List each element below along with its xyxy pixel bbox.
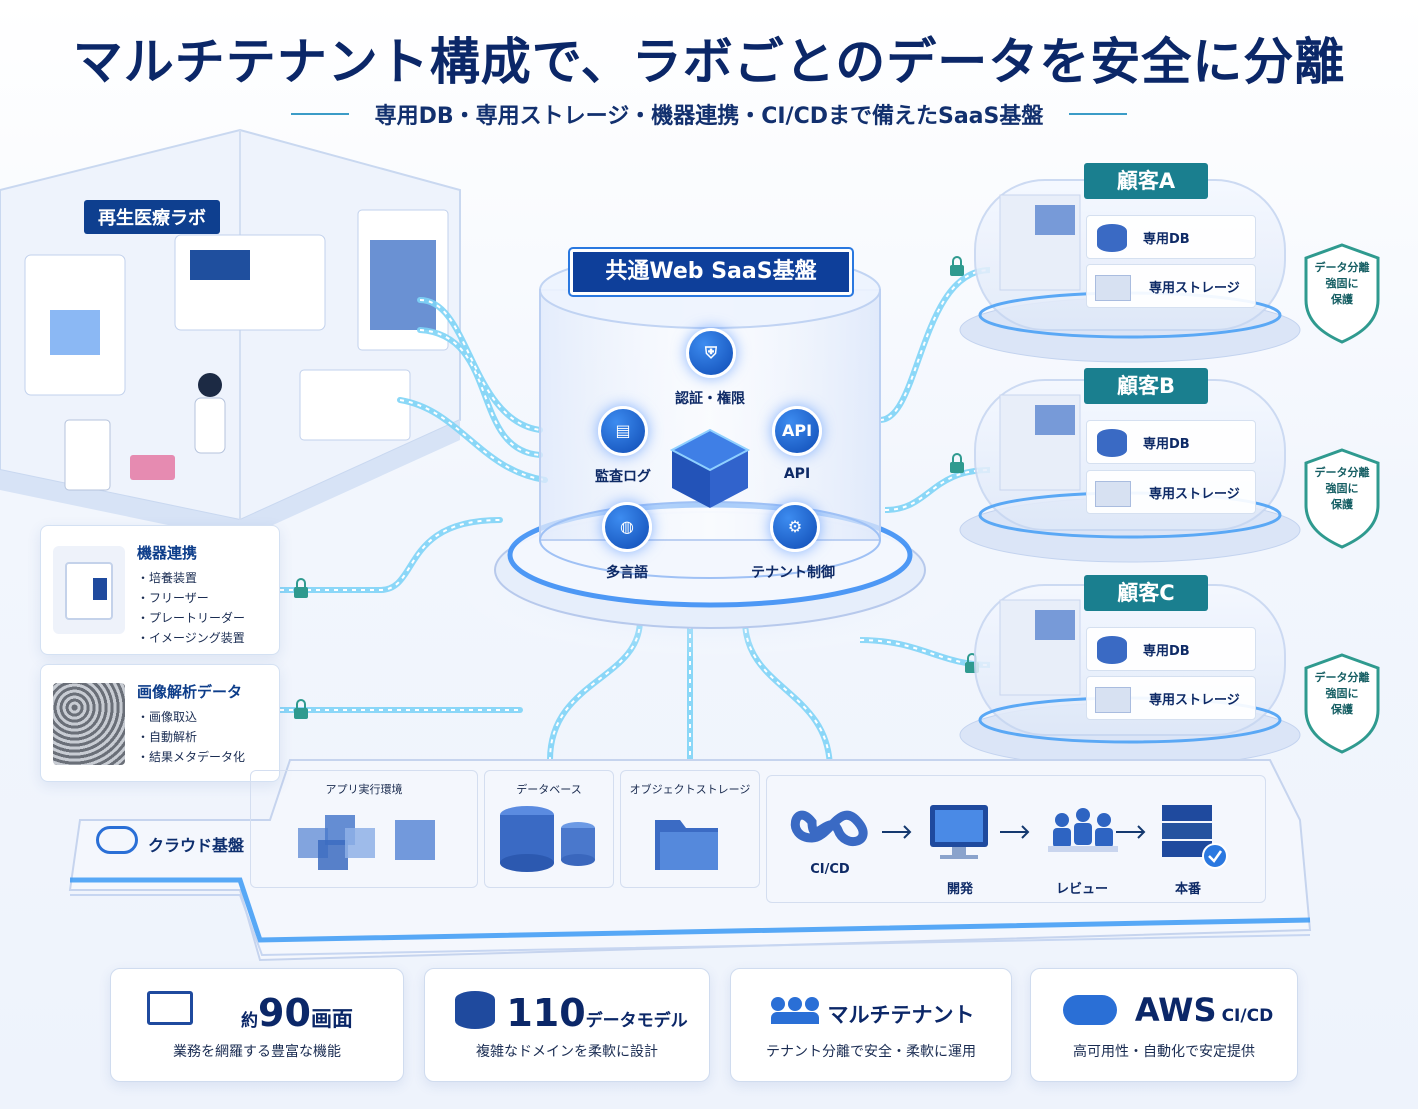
list-item: 培養装置 — [137, 568, 245, 588]
page-title: マルチテナント構成で、ラボごとのデータを安全に分離 — [72, 33, 1346, 91]
app-env-panel: アプリ実行環境 — [250, 770, 478, 888]
user-gear-icon: ⚙ — [770, 502, 820, 552]
feature-tenant: テナント制御 — [751, 565, 835, 581]
stat-main: 110データモデル — [506, 991, 688, 1035]
customer-a-storage: 専用ストレージ — [1086, 264, 1256, 308]
list-item: フリーザー — [137, 588, 245, 608]
image-card-title: 画像解析データ — [137, 683, 243, 701]
stat-main: マルチテナント — [827, 1003, 975, 1027]
divider — [290, 113, 349, 115]
equipment-card: 機器連携 培養装置 フリーザー プレートリーダー イメージング装置 — [40, 525, 280, 655]
database-icon — [1097, 429, 1127, 457]
subtitle-row: 専用DB・専用ストレージ・機器連携・CI/CDまで備えたSaaS基盤 — [0, 98, 1418, 130]
folder-icon — [655, 820, 718, 870]
stat-aws: AWS CI/CD 高可用性・自動化で安定提供 — [1030, 968, 1298, 1082]
image-list: 画像取込 自動解析 結果メタデータ化 — [137, 707, 245, 767]
globe-icon: ◍ — [602, 502, 652, 552]
list-item: 画像取込 — [137, 707, 245, 727]
page-subtitle: 専用DB・専用ストレージ・機器連携・CI/CDまで備えたSaaS基盤 — [374, 104, 1044, 129]
customer-a-title: 顧客A — [1084, 163, 1208, 199]
api-icon: API — [772, 406, 822, 456]
divider — [1069, 113, 1128, 115]
database-icon — [1097, 224, 1127, 252]
stat-desc: 業務を網羅する豊富な機能 — [173, 1044, 341, 1060]
lab-label: 再生医療ラボ — [84, 200, 220, 234]
storage-icon — [1095, 481, 1131, 507]
shield-lock-icon: ⛨ — [686, 328, 736, 378]
storage-icon — [1095, 275, 1131, 301]
feature-auth: 認証・権限 — [675, 391, 745, 407]
shield-icon — [1304, 243, 1380, 754]
stat-multitenant: マルチテナント テナント分離で安全・柔軟に運用 — [730, 968, 1012, 1082]
chart-monitor-icon — [147, 991, 193, 1025]
object-storage-panel: オブジェクトストレージ — [620, 770, 760, 888]
database-title: データベース — [516, 783, 582, 796]
database-icon — [1097, 636, 1127, 664]
app-env-title: アプリ実行環境 — [325, 783, 403, 796]
server-icon — [1162, 805, 1228, 869]
step-dev: 開発 — [946, 882, 973, 897]
shield-text-c: データ分離 強固に 保護 — [1314, 671, 1370, 716]
customer-b-storage: 専用ストレージ — [1086, 470, 1256, 514]
cicd-label: CI/CD — [810, 862, 850, 877]
cube-icon — [298, 815, 435, 870]
stat-models: 110データモデル 複雑なドメインを柔軟に設計 — [424, 968, 710, 1082]
arrow-icon — [882, 825, 1146, 839]
equipment-list: 培養装置 フリーザー プレートリーダー イメージング装置 — [137, 568, 245, 648]
feature-i18n: 多言語 — [606, 565, 648, 581]
cloud-icon — [1063, 995, 1117, 1025]
users-icon — [771, 997, 819, 1025]
list-item: イメージング装置 — [137, 628, 245, 648]
team-icon — [1048, 808, 1118, 852]
step-review: レビュー — [1055, 882, 1108, 897]
customer-b-title: 顧客B — [1084, 368, 1208, 404]
document-icon: ▤ — [598, 406, 648, 456]
central-platform — [450, 251, 970, 660]
incubator-icon — [53, 546, 125, 634]
cicd-panel — [766, 775, 1266, 903]
customer-c-db: 専用DB — [1086, 627, 1256, 671]
stat-desc: 高可用性・自動化で安定提供 — [1073, 1044, 1255, 1060]
list-item: プレートリーダー — [137, 608, 245, 628]
cloud-icon — [96, 826, 138, 854]
infinity-icon — [790, 810, 868, 846]
cloud-label: クラウド基盤 — [148, 836, 245, 855]
stat-main: AWS CI/CD — [1134, 991, 1274, 1029]
feature-api: API — [783, 466, 811, 482]
equipment-card-title: 機器連携 — [137, 544, 198, 562]
storage-icon — [1095, 687, 1131, 713]
shield-text-a: データ分離 強固に 保護 — [1314, 261, 1370, 306]
customer-a-db: 専用DB — [1086, 215, 1256, 259]
database-panel: データベース — [484, 770, 614, 888]
microscopy-image-icon — [53, 683, 125, 765]
platform-label: 共通Web SaaS基盤 — [568, 247, 854, 297]
stat-desc: 複雑なドメインを柔軟に設計 — [476, 1044, 658, 1060]
customer-c-title: 顧客C — [1084, 575, 1208, 611]
image-analysis-card: 画像解析データ 画像取込 自動解析 結果メタデータ化 — [40, 664, 280, 782]
shield-text-b: データ分離 強固に 保護 — [1314, 466, 1370, 511]
list-item: 結果メタデータ化 — [137, 747, 245, 767]
stat-screens: 約90画面 業務を網羅する豊富な機能 — [110, 968, 404, 1082]
customer-c-storage: 専用ストレージ — [1086, 676, 1256, 720]
database-icon — [500, 806, 595, 872]
lab-room — [0, 128, 461, 540]
stat-main: 約90画面 — [241, 991, 353, 1035]
list-item: 自動解析 — [137, 727, 245, 747]
database-icon — [455, 991, 495, 1029]
monitor-icon — [930, 805, 988, 859]
customer-b-db: 専用DB — [1086, 420, 1256, 464]
object-storage-title: オブジェクトストレージ — [629, 783, 751, 796]
stat-desc: テナント分離で安全・柔軟に運用 — [766, 1044, 976, 1060]
step-production: 本番 — [1174, 882, 1201, 897]
feature-audit: 監査ログ — [595, 469, 651, 485]
